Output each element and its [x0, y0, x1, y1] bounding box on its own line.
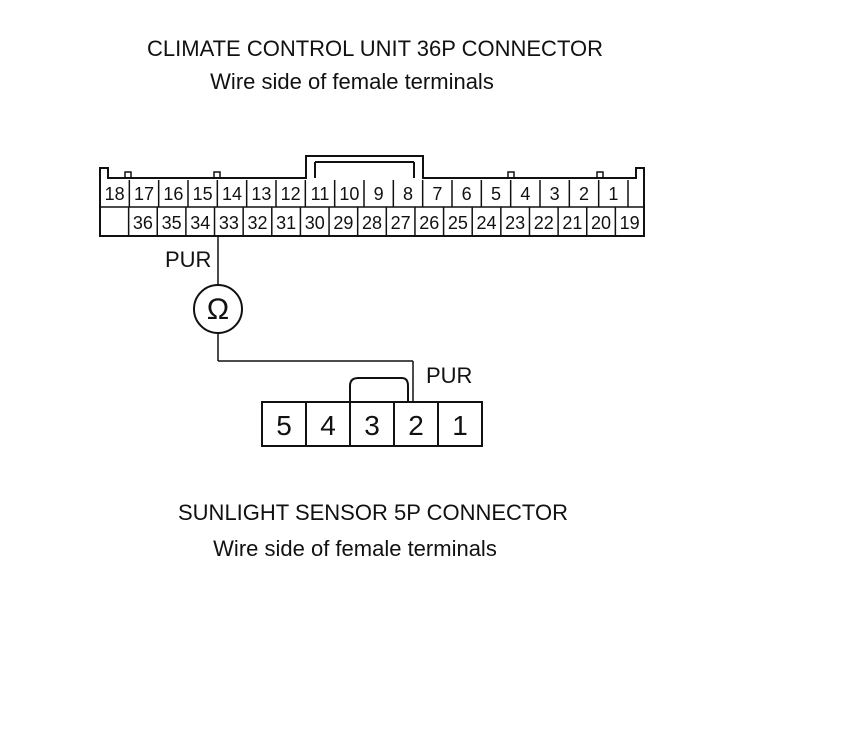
terminal-bottom-32: 32 [247, 213, 267, 233]
terminal-top-6: 6 [462, 184, 472, 204]
terminal-top-2: 2 [579, 184, 589, 204]
terminal-bottom-21: 21 [562, 213, 582, 233]
terminal-bottom-35: 35 [162, 213, 182, 233]
terminal-bottom-27: 27 [391, 213, 411, 233]
terminal-top-18: 18 [105, 184, 125, 204]
terminal-bottom-25: 25 [448, 213, 468, 233]
terminal-top-15: 15 [193, 184, 213, 204]
terminal-bottom-24: 24 [477, 213, 497, 233]
terminal-top-16: 16 [163, 184, 183, 204]
terminal-top-10: 10 [339, 184, 359, 204]
terminal-top-1: 1 [608, 184, 618, 204]
terminal-top-14: 14 [222, 184, 242, 204]
terminal-top-4: 4 [520, 184, 530, 204]
terminal-top-17: 17 [134, 184, 154, 204]
terminal-bottom-34: 34 [190, 213, 210, 233]
terminal-top-8: 8 [403, 184, 413, 204]
terminal-bottom-23: 23 [505, 213, 525, 233]
terminal-bottom-19: 19 [620, 213, 640, 233]
wire-path [217, 236, 414, 402]
sensor-pin-1: 1 [452, 410, 468, 441]
terminal-bottom-30: 30 [305, 213, 325, 233]
wire-color-label-lower: PUR [426, 363, 472, 388]
sunlight-sensor-subtitle: Wire side of female terminals [213, 536, 497, 561]
sensor-pin-2: 2 [408, 410, 424, 441]
terminal-bottom-36: 36 [133, 213, 153, 233]
terminal-top-9: 9 [374, 184, 384, 204]
terminal-bottom-20: 20 [591, 213, 611, 233]
terminal-bottom-33: 33 [219, 213, 239, 233]
wire-color-label-upper: PUR [165, 247, 211, 272]
climate-unit-connector [99, 155, 645, 237]
terminal-top-12: 12 [281, 184, 301, 204]
sensor-pin-3: 3 [364, 410, 380, 441]
terminal-top-5: 5 [491, 184, 501, 204]
ohmmeter-icon: Ω [193, 284, 243, 334]
terminal-bottom-22: 22 [534, 213, 554, 233]
sensor-pin-5: 5 [276, 410, 292, 441]
terminal-top-13: 13 [251, 184, 271, 204]
sunlight-sensor-title: SUNLIGHT SENSOR 5P CONNECTOR [178, 500, 568, 525]
climate-unit-subtitle: Wire side of female terminals [210, 69, 494, 94]
sensor-pin-4: 4 [320, 410, 336, 441]
ohm-symbol: Ω [207, 293, 229, 326]
terminal-top-11: 11 [311, 184, 330, 204]
terminal-top-3: 3 [550, 184, 560, 204]
terminal-top-7: 7 [432, 184, 442, 204]
climate-unit-title: CLIMATE CONTROL UNIT 36P CONNECTOR [147, 36, 603, 61]
terminal-bottom-26: 26 [419, 213, 439, 233]
terminal-bottom-28: 28 [362, 213, 382, 233]
terminal-bottom-29: 29 [333, 213, 353, 233]
sunlight-sensor-connector [261, 377, 483, 447]
terminal-bottom-31: 31 [276, 213, 296, 233]
